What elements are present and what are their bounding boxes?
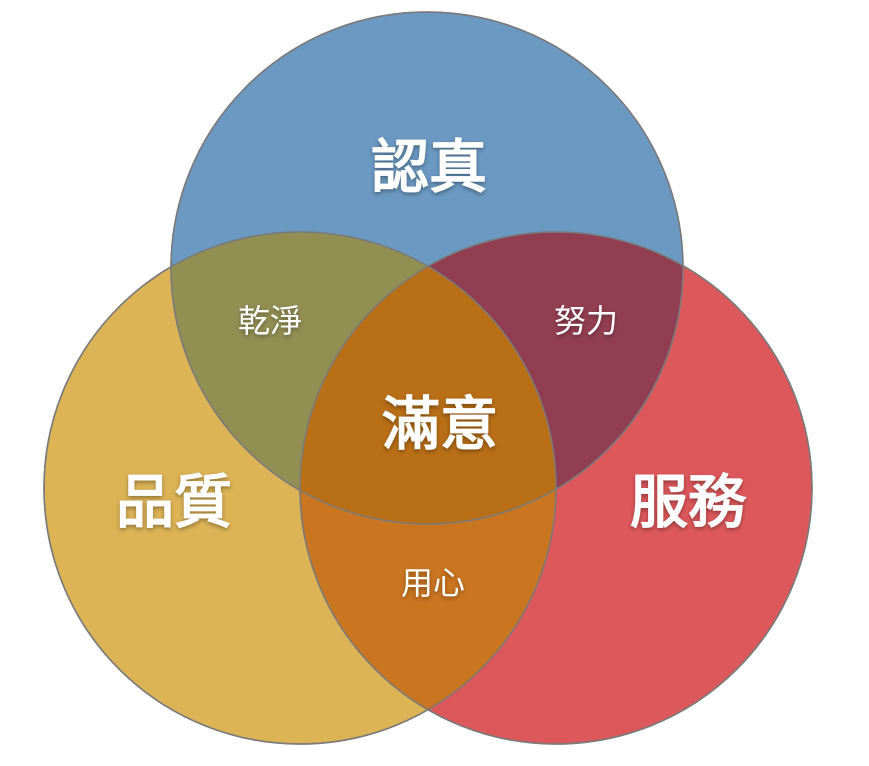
label-top: 認真 [371,133,487,201]
label-top-left: 乾淨 [238,302,302,340]
circle-top-outline [170,11,684,525]
label-center: 滿意 [382,390,498,458]
label-left: 品質 [116,468,232,536]
overlap-center [300,232,556,524]
circle-right-outline [299,231,813,745]
label-top-right: 努力 [554,302,618,340]
circle-left-outline [43,231,557,745]
label-left-right: 用心 [401,564,465,602]
label-right: 服務 [630,468,747,536]
